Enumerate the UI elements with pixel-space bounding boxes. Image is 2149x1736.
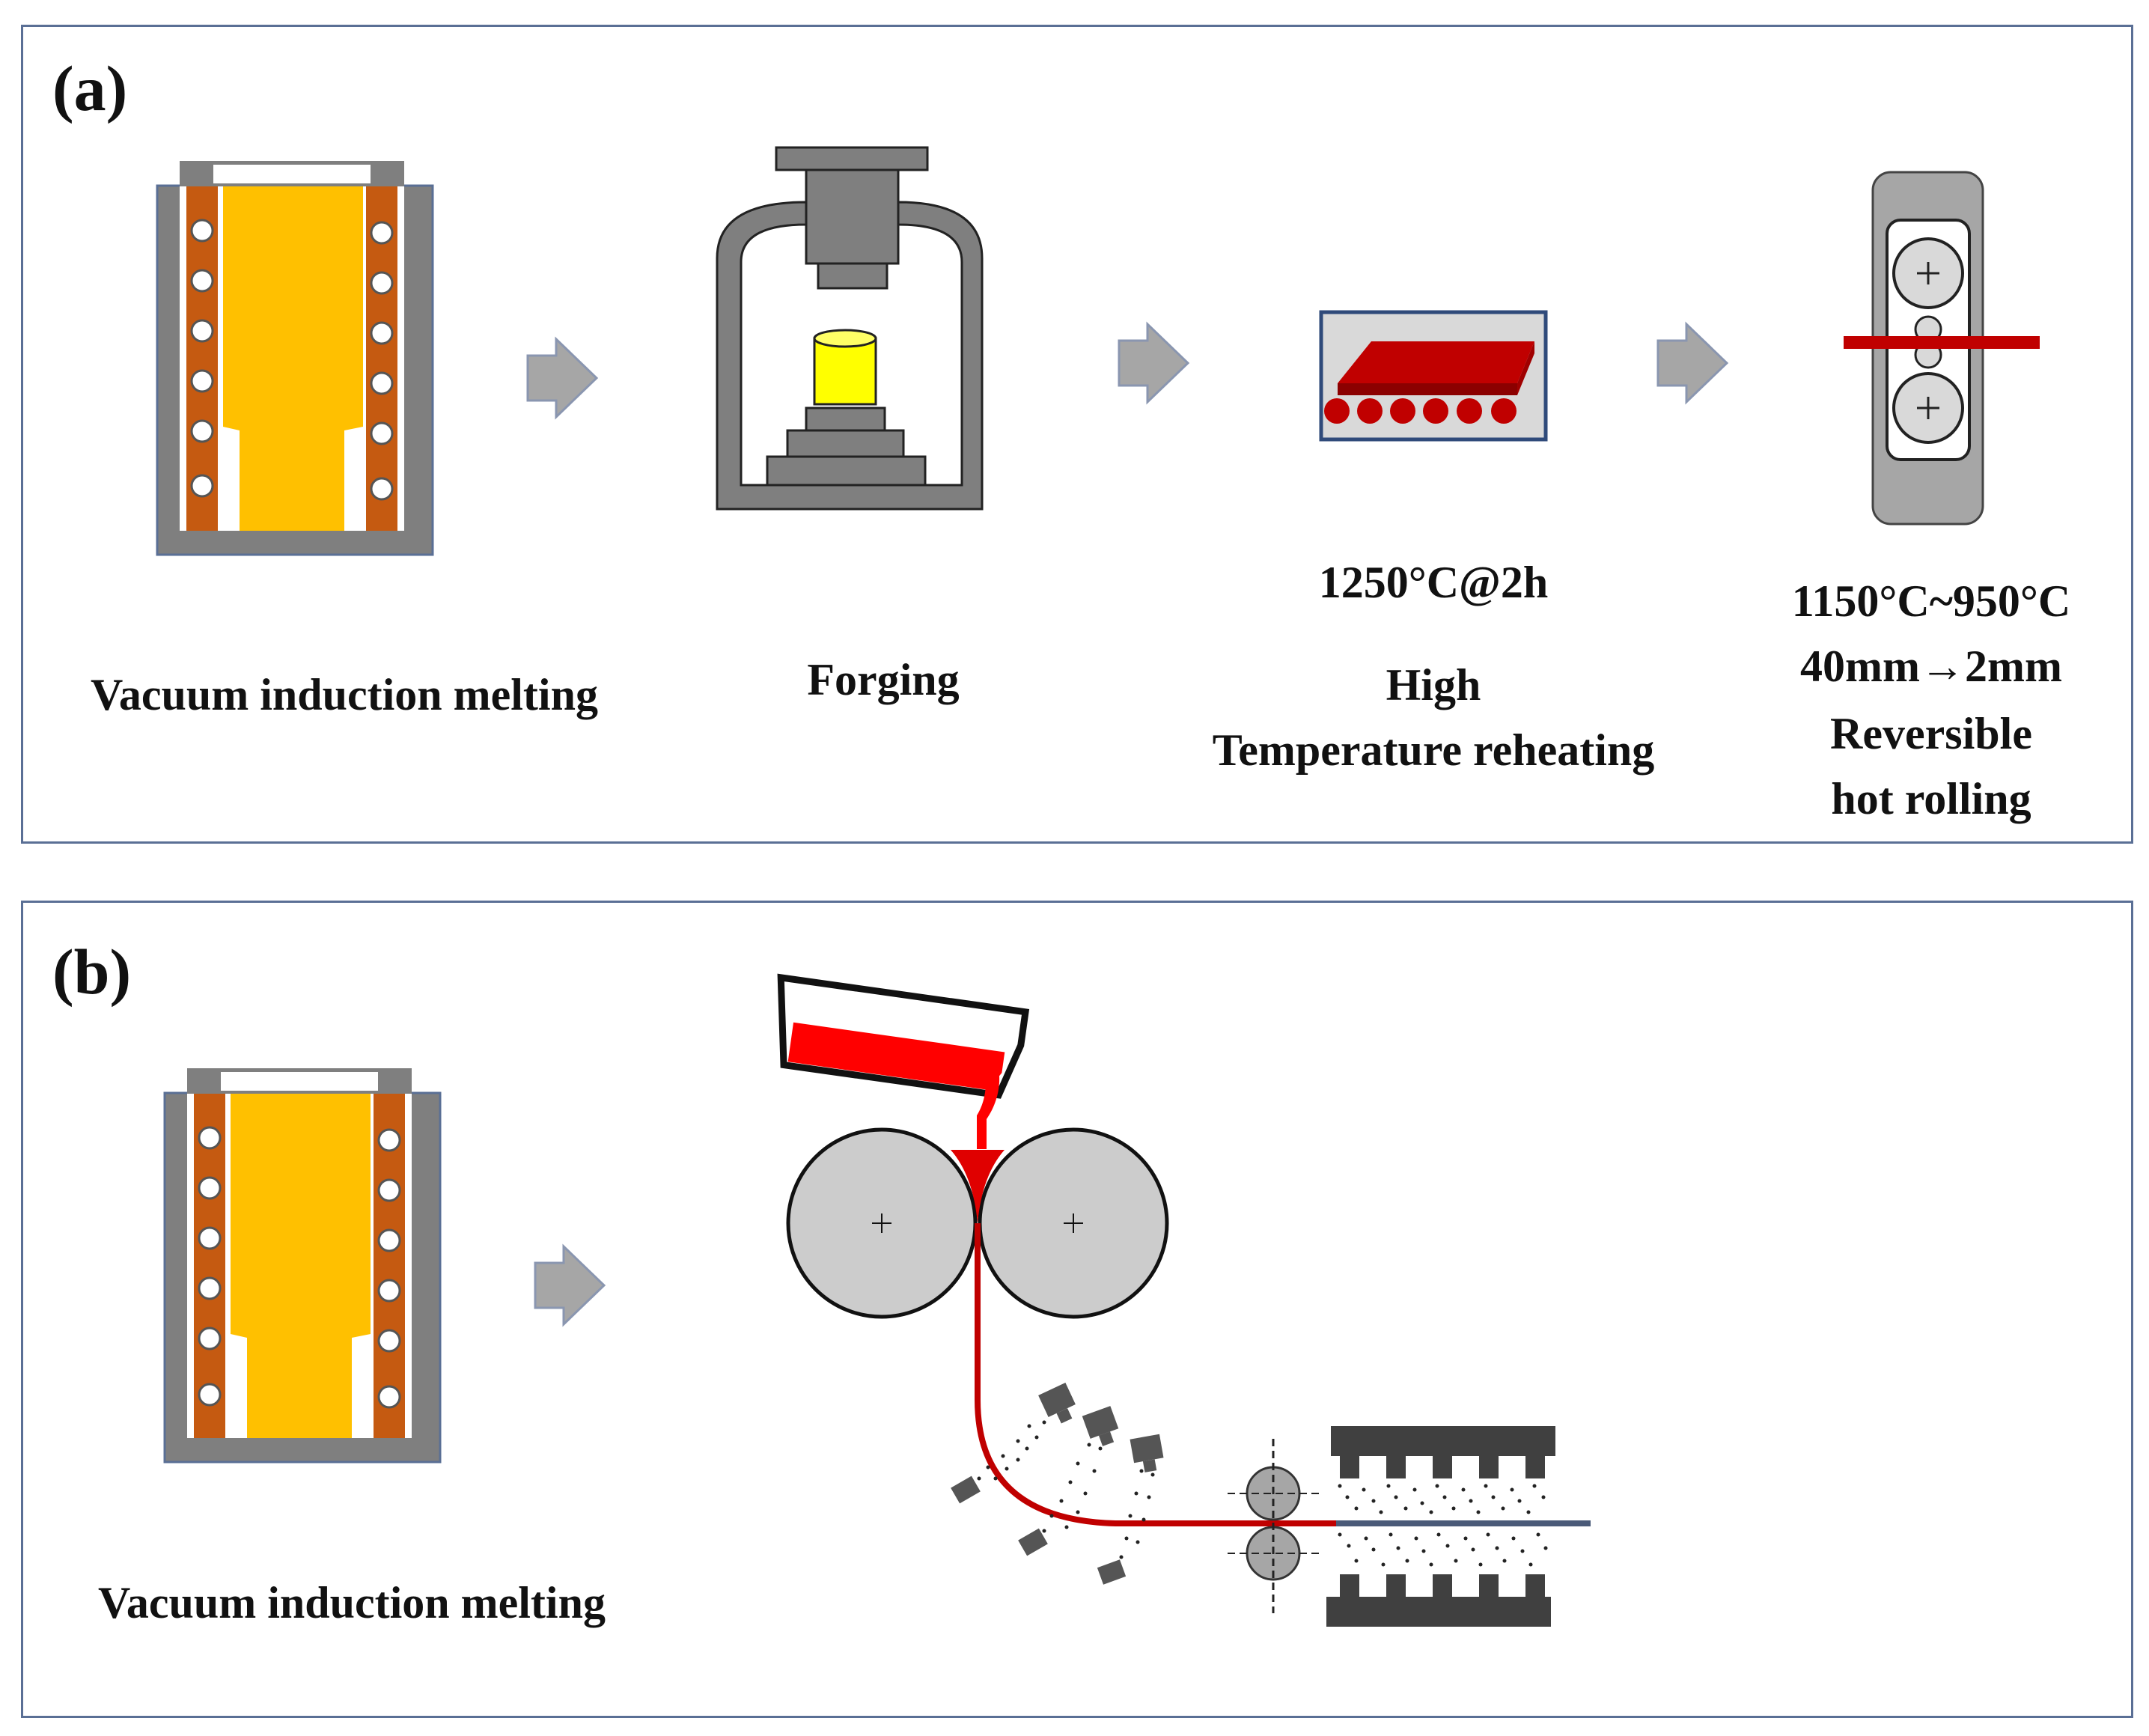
melting-caption-a: Vacuum induction melting [91,670,598,719]
forging-caption: Forging [807,655,960,704]
forging-press [716,146,984,511]
reheating-furnace [1319,310,1548,442]
rolling-caption-line2: hot rolling [1831,774,2031,823]
twin-roll-caster [777,973,1591,1627]
rolling-thickness: 40mm→2mm [1800,642,2062,691]
panel-b-label: (b) [52,936,132,1008]
arrow-icon [1118,323,1189,403]
arrow-icon [534,1245,606,1326]
rolling-temperature: 1150°C~950°C [1791,576,2071,626]
rolling-caption: Reversible hot rolling [1737,701,2126,832]
reheating-caption-line2: Temperature reheating [1212,725,1655,775]
reheating-caption: High Temperature reheating [1171,653,1695,783]
arrow-icon [1656,323,1728,403]
rolling-mill [1844,171,2040,526]
rolling-caption-line1: Reversible [1830,709,2032,758]
induction-furnace-b [163,1068,442,1464]
arrow-icon [526,338,598,418]
panel-a-label: (a) [52,52,128,124]
reheating-caption-line1: High [1386,660,1481,710]
reheating-condition: 1250°C@2h [1318,558,1549,607]
rolling-parameters: 1150°C~950°C 40mm→2mm [1737,569,2126,699]
induction-furnace-a [156,161,434,556]
melting-caption-b: Vacuum induction melting [98,1578,606,1627]
